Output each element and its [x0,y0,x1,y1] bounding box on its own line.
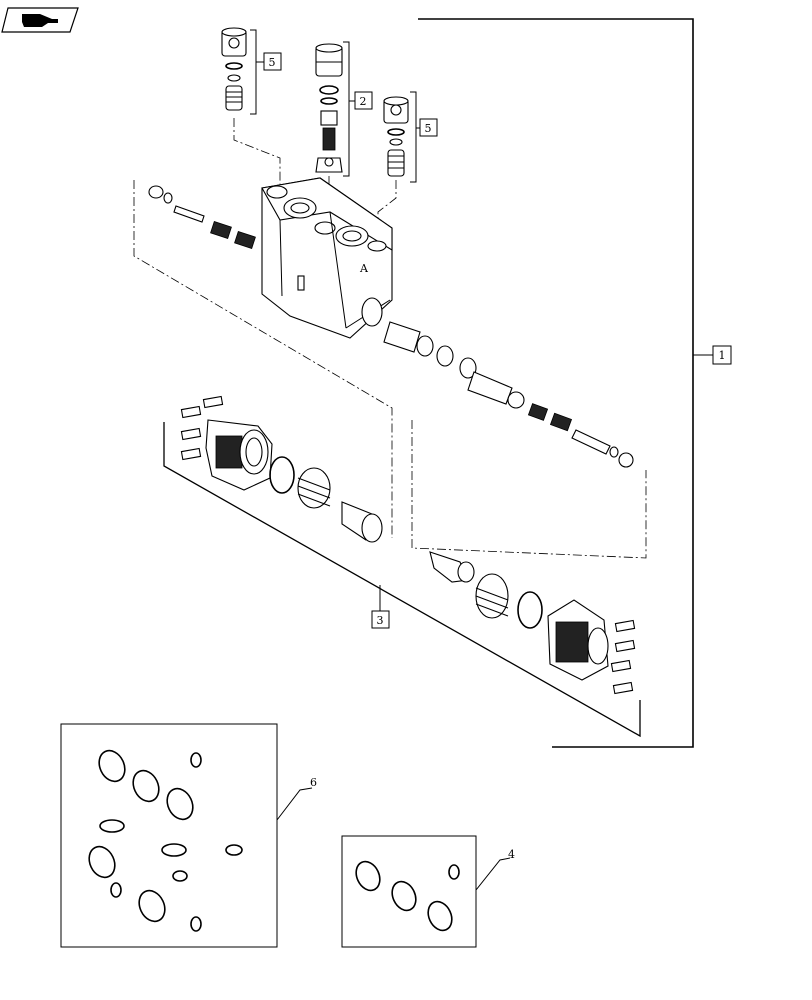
cap-assembly-left [180,395,383,543]
relief-valve-center [315,43,343,173]
bracket-5-left [250,29,257,115]
valve-body: A [261,177,393,339]
seal-kit-4 [341,835,477,948]
callout-5-left[interactable]: 5 [256,52,282,71]
svg-text:3: 3 [377,614,384,627]
spool-assembly [383,321,634,468]
callout-1[interactable]: 1 [693,345,732,365]
seal-kit-6 [60,723,278,948]
cap-assembly-right [429,551,636,695]
callout-5-right[interactable]: 5 [416,118,438,137]
bracket-1 [418,18,694,748]
relief-valve-left [221,27,247,111]
pointing-hand-icon[interactable] [1,7,79,33]
svg-text:2: 2 [360,95,367,108]
bracket-2 [343,41,350,177]
callout-4[interactable]: 4 [475,848,515,891]
callout-3[interactable]: 3 [371,585,390,629]
callout-2[interactable]: 2 [349,91,373,110]
alignment-line [233,118,281,186]
svg-text:1: 1 [719,349,726,362]
relief-valve-right [383,96,409,177]
svg-text:5: 5 [269,56,276,69]
alignment-line [133,180,393,538]
bracket-5-right [410,91,417,183]
alignment-line [411,420,647,559]
callout-6[interactable]: 6 [276,776,317,821]
svg-text:6: 6 [310,776,317,789]
svg-text:4: 4 [508,848,515,861]
svg-text:A: A [359,262,369,275]
svg-text:5: 5 [425,122,432,135]
left-plug-spring-set [148,185,256,249]
bracket-3 [163,422,641,738]
